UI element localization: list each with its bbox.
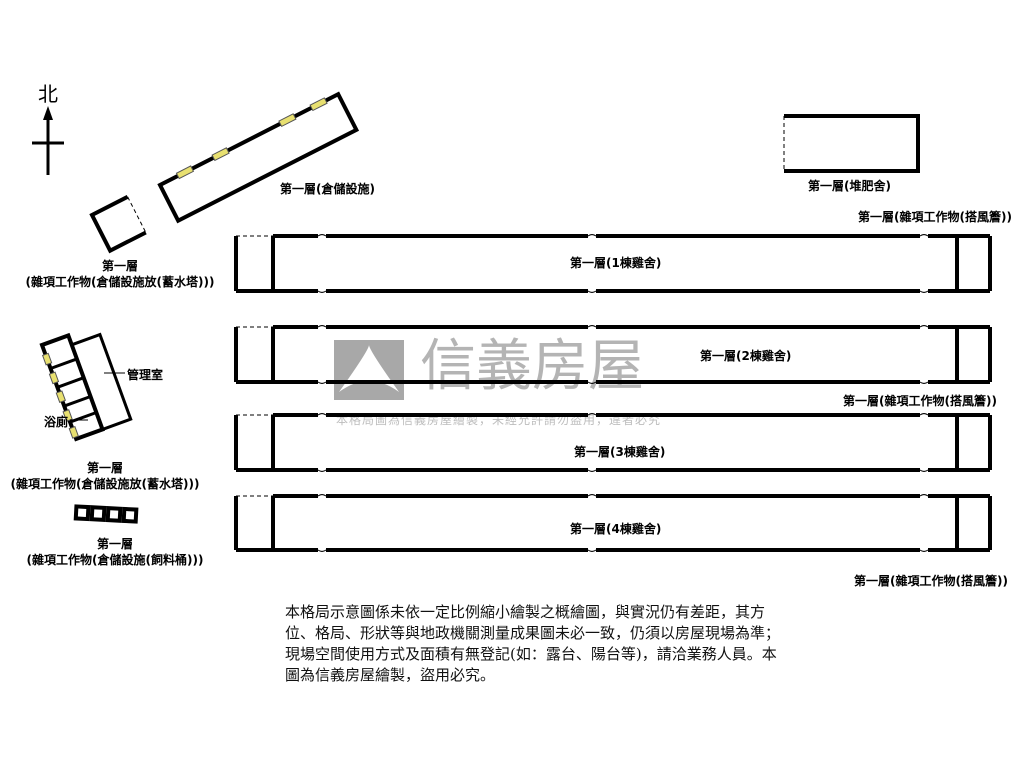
water-tower-1-floor: 第一層 [101,259,138,273]
water-tower-2-desc: (雜項工作物(倉儲設施放(蓄水塔))) [10,477,200,491]
water-tower-1-desc: (雜項工作物(倉儲設施放(蓄水塔))) [25,275,215,289]
coop-1-door [317,290,327,293]
coop-1-door [587,234,597,237]
coop-3-label: 第一層(3棟雞舍) [574,445,666,459]
bathroom-label: 浴廁 [44,415,69,429]
coop-2-door [919,325,929,328]
coop-1-door [919,234,929,237]
coop-4-door [919,549,929,552]
coop-2-label: 第一層(2棟雞舍) [700,349,792,363]
water-tower-2-floor: 第一層 [86,461,123,475]
canopy-label-3: 第一層(雜項工作物(搭風簷)) [854,574,1008,588]
compost-label: 第一層(堆肥舍) [808,179,891,193]
disclaimer-text: 本格局示意圖係未依一定比例縮小繪製之概繪圖，與實況仍有差距，其方位、格局、形狀等… [285,603,781,684]
canopy-label-1: 第一層(雜項工作物(搭風簷)) [858,210,1012,224]
coop-1-door [587,290,597,293]
coop-2-door [587,381,597,384]
coop-1-label: 第一層(1棟雞舍) [570,256,662,270]
storage-building [157,91,360,224]
coop-4-label: 第一層(4棟雞舍) [570,522,662,536]
canopy-label-2: 第一層(雜項工作物(搭風簷)) [843,394,997,408]
feed-floor: 第一層 [96,537,133,551]
water-tower-structure [89,195,147,254]
coop-3-door [919,413,929,416]
management-label: 管理室 [127,368,164,382]
storage-label: 第一層(倉儲設施) [280,182,375,196]
coop-4-door [587,494,597,497]
coop-1-door [919,290,929,293]
coop-4-door [317,549,327,552]
feed-bins [73,504,139,524]
coop-3-door [919,469,929,472]
coop-4-door [317,494,327,497]
north-arrow-icon [32,118,64,175]
coop-4-door [587,549,597,552]
coop-2-door [587,325,597,328]
compost-shed [783,114,920,173]
coop-3-door [317,413,327,416]
coop-1-door [317,234,327,237]
coop-3-door [317,469,327,472]
watermark-brand: 信義房屋 [420,334,644,399]
feed-desc: (雜項工作物(倉儲設施(飼料桶))) [26,553,204,567]
coop-3-door [587,469,597,472]
coop-2-door [317,325,327,328]
coop-2-door [317,381,327,384]
management-block [39,332,133,442]
north-label: 北 [38,82,58,106]
coop-3-door [587,413,597,416]
coop-4-door [919,494,929,497]
coop-2-door [919,381,929,384]
